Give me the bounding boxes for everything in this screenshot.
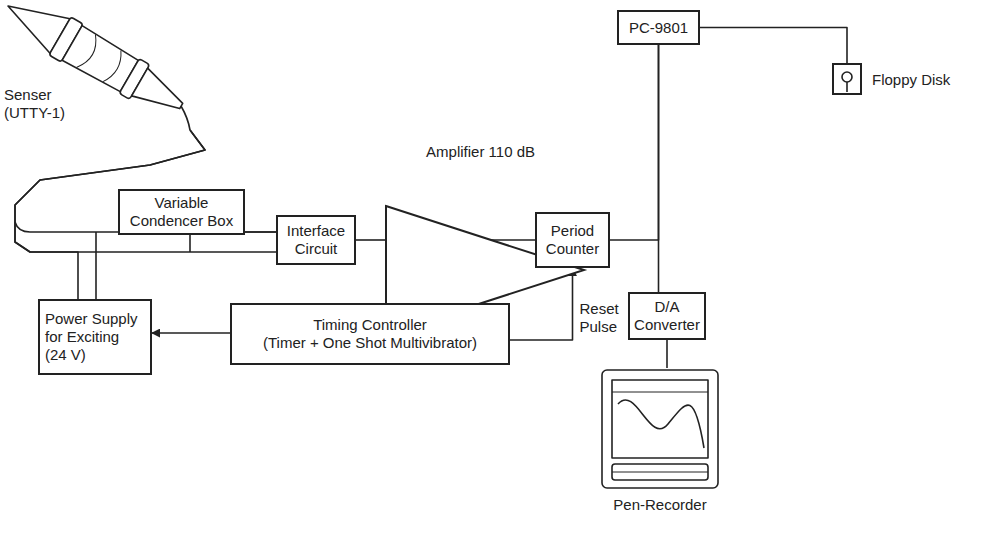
node-label: (Timer + One Shot Multivibrator) bbox=[263, 334, 477, 352]
node-label: Timing Controller bbox=[313, 316, 427, 334]
sensor: Senser (UTTY-1) bbox=[0, 0, 200, 130]
node-label: Amplifier 110 dB bbox=[425, 143, 535, 161]
connector bbox=[610, 45, 659, 240]
node-label: Period Counter bbox=[542, 222, 603, 258]
node-label: Pen-Recorder bbox=[580, 496, 740, 514]
node-label: Variable Condencer Box bbox=[125, 194, 238, 230]
connector bbox=[658, 45, 660, 292]
node-label: D/A Converter bbox=[634, 298, 700, 334]
connector bbox=[666, 340, 668, 368]
sensor-cable bbox=[181, 106, 190, 130]
connector bbox=[15, 130, 276, 252]
connector bbox=[700, 28, 847, 64]
node-label: Floppy Disk bbox=[872, 71, 950, 89]
controller-box: Timing Controller(Timer + One Shot Multi… bbox=[230, 303, 510, 365]
process-box: PC-9801 bbox=[617, 10, 700, 45]
floppy-disk: Floppy Disk bbox=[832, 63, 862, 95]
process-box: Period Counter bbox=[535, 212, 610, 268]
connector bbox=[356, 239, 385, 241]
node-label: PC-9801 bbox=[629, 19, 688, 37]
edge-label: Reset Pulse bbox=[579, 300, 627, 336]
process-box: D/A Converter bbox=[628, 292, 706, 340]
floppy-icon bbox=[842, 72, 852, 92]
power-supply-box: Power Supply for Exciting (24 V) bbox=[38, 299, 152, 375]
node-label: Senser (UTTY-1) bbox=[4, 86, 88, 122]
sensor-drawing bbox=[0, 0, 192, 125]
pen-recorder-drawing bbox=[602, 370, 718, 488]
connector bbox=[152, 332, 230, 334]
process-box: Variable Condencer Box bbox=[118, 189, 245, 235]
pen-recorder: Pen-Recorder bbox=[600, 368, 720, 490]
process-box: Interface Circuit bbox=[276, 215, 356, 265]
amplifier-triangle: Amplifier 110 dB bbox=[385, 205, 455, 275]
node-label: Interface Circuit bbox=[283, 222, 349, 258]
wire bbox=[95, 232, 97, 299]
node-label: Power Supply for Exciting (24 V) bbox=[45, 310, 145, 364]
